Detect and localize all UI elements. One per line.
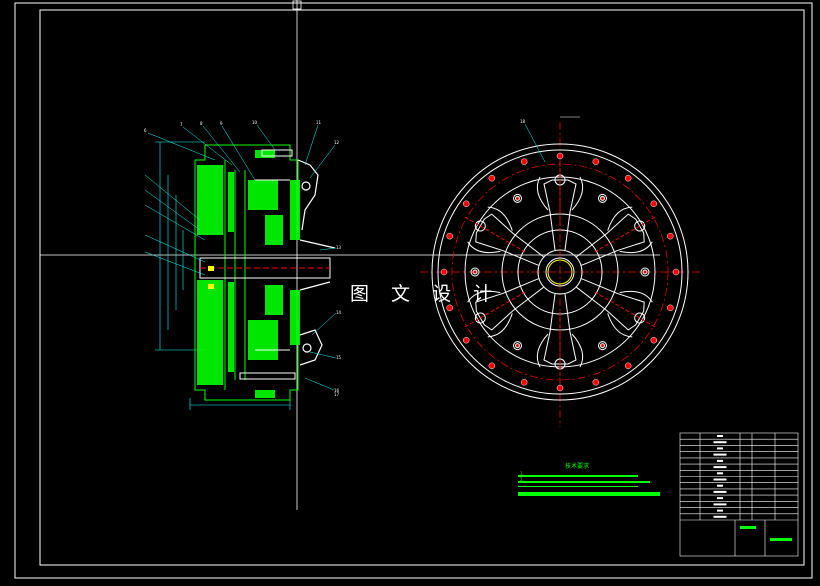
title-block-entry — [713, 453, 727, 456]
title-block — [679, 432, 799, 557]
release-lever — [536, 293, 584, 382]
title-block-entry — [713, 466, 727, 469]
svg-text:15: 15 — [336, 355, 342, 360]
bolt-hole — [488, 362, 496, 370]
title-block-entry — [713, 478, 727, 481]
svg-text:7: 7 — [180, 122, 183, 127]
svg-text:13: 13 — [336, 245, 342, 250]
bolt-hole — [488, 174, 496, 182]
bolt-hole — [592, 379, 600, 386]
bolt-hole — [556, 384, 564, 392]
inner-frame — [39, 9, 805, 566]
spring-seat — [513, 341, 522, 351]
tech-requirement-line-2: 2. — [520, 477, 524, 482]
title-block-entry — [717, 435, 723, 437]
crosshair-pickbox — [292, 0, 302, 10]
svg-text:6: 6 — [144, 128, 147, 133]
bolt-hole — [667, 232, 674, 240]
outer-frame — [14, 2, 813, 579]
spring-seat — [470, 267, 480, 277]
title-block-fill — [713, 435, 792, 541]
tech-requirements-title: 技术要求 — [565, 463, 590, 470]
title-block-entry — [717, 459, 723, 462]
bolt-hole — [462, 336, 470, 344]
release-lever — [536, 162, 584, 251]
watermark-text: 图 文 设 计 — [350, 283, 501, 305]
bolt-hole — [624, 174, 632, 182]
title-block-entry — [717, 484, 723, 487]
title-block-entry — [717, 509, 723, 512]
title-block-entry — [713, 441, 727, 444]
clutch-front-view: 18 — [420, 116, 700, 427]
bolt-hole — [667, 304, 674, 312]
bolt-hole — [556, 152, 564, 160]
title-block-entry — [717, 472, 723, 475]
spring-seat — [598, 193, 607, 203]
release-lever — [464, 278, 544, 338]
bolt-hole — [624, 362, 632, 370]
bolt-hole — [520, 379, 528, 386]
title-block-entry — [713, 515, 727, 518]
release-lever — [464, 206, 544, 266]
tech-requirements-block — [518, 475, 660, 496]
spring-seat — [598, 341, 607, 351]
bolt-hole — [672, 268, 680, 276]
svg-text:14: 14 — [336, 310, 342, 315]
bolt-hole — [650, 200, 658, 208]
svg-text:12: 12 — [334, 140, 340, 145]
bolt-hole — [440, 268, 448, 276]
bolt-hole — [446, 304, 453, 312]
spring-seat — [640, 267, 650, 277]
bolt-hole — [650, 336, 658, 344]
title-block-entry — [717, 497, 723, 500]
svg-text:9: 9 — [220, 121, 223, 126]
clutch-section-view: 6 7 8 9 10 11 12 13 14 15 16 17 — [144, 120, 342, 410]
svg-text:16: 16 — [334, 388, 340, 393]
drawing-number-mark — [770, 538, 792, 541]
bolt-hole — [520, 158, 528, 165]
release-lever — [576, 278, 656, 338]
svg-text:11: 11 — [316, 120, 322, 125]
release-lever — [576, 206, 656, 266]
bolt-holes — [440, 152, 680, 392]
tech-requirement-line-1: 1. — [520, 471, 524, 476]
svg-text:18: 18 — [520, 119, 526, 124]
bolt-hole — [592, 158, 600, 165]
release-levers — [464, 162, 656, 382]
title-block-entry — [713, 490, 727, 493]
svg-text:17: 17 — [334, 392, 340, 397]
spring-seat — [513, 193, 522, 203]
bolt-hole — [446, 232, 453, 240]
svg-text:10: 10 — [252, 120, 258, 125]
title-block-entry — [717, 447, 723, 450]
bolt-hole — [462, 200, 470, 208]
svg-text:8: 8 — [200, 121, 203, 126]
title-block-entry — [713, 503, 727, 506]
drawing-name-mark — [740, 526, 756, 529]
